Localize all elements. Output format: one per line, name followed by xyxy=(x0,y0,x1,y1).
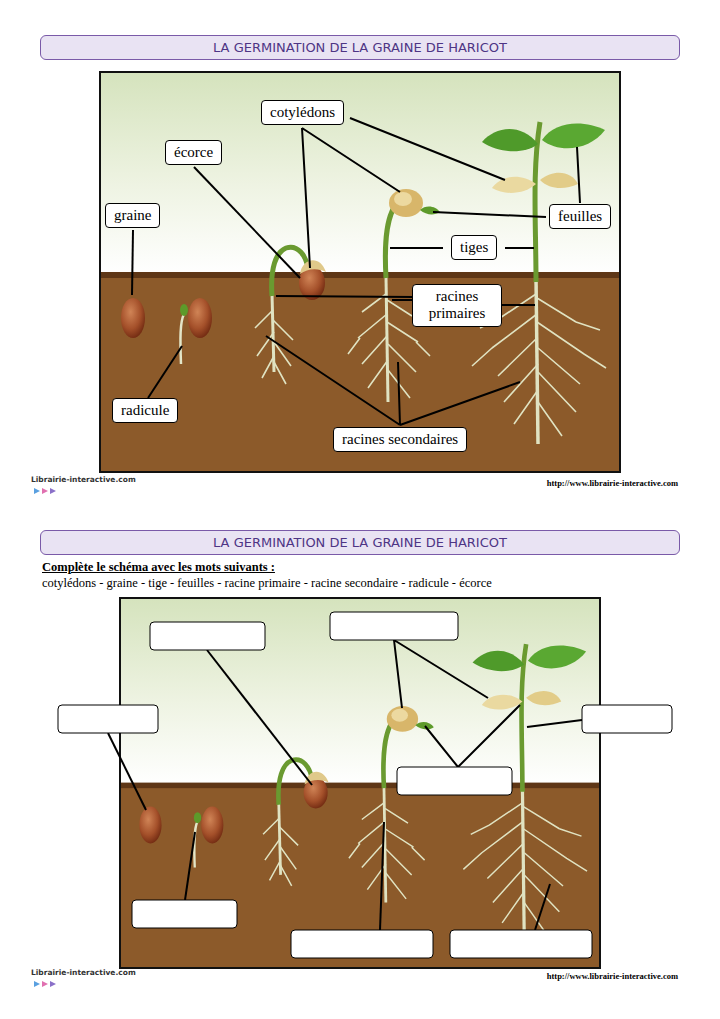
drawing-part xyxy=(394,640,488,708)
part-name: feuilles xyxy=(558,208,602,225)
url: http://www.librairie-interactive.com xyxy=(547,971,678,981)
url: http://www.librairie-interactive.com xyxy=(547,478,678,488)
drawing-part xyxy=(50,981,56,987)
drawing-part xyxy=(194,167,300,278)
drawing-part xyxy=(58,705,158,733)
drawing-part xyxy=(397,767,512,795)
label-box: graine xyxy=(105,203,160,228)
leader-lines-bottom xyxy=(108,640,582,930)
part-name: tiges xyxy=(460,239,488,256)
drawing-part xyxy=(450,930,592,958)
drawing-part xyxy=(527,720,582,727)
label-box: écorce xyxy=(165,140,222,165)
title-bar: LA GERMINATION DE LA GRAINE DE HARICOT xyxy=(40,530,680,555)
drawing-part xyxy=(100,72,620,472)
drawing-part xyxy=(120,598,600,967)
drawing-part xyxy=(207,650,312,785)
title-bar: LA GERMINATION DE LA GRAINE DE HARICOT xyxy=(40,35,680,60)
part-name: graine xyxy=(114,207,151,224)
drawing-part xyxy=(120,598,600,968)
drawing-part xyxy=(266,336,520,425)
drawing-part xyxy=(42,488,48,494)
word-list: cotylédons - graine - tige - feuilles - … xyxy=(42,576,492,591)
drawing-part xyxy=(150,622,265,650)
label-box: racines secondaires xyxy=(333,427,467,452)
part-name: radicule xyxy=(121,402,169,419)
scene-top xyxy=(100,72,620,472)
drawing-part xyxy=(42,981,48,987)
part-name: cotylédons xyxy=(270,104,335,121)
label-box: tiges xyxy=(451,235,497,260)
scene-bottom xyxy=(120,598,600,968)
drawing-part xyxy=(185,832,195,900)
logo-text: Librairie-interactive.com xyxy=(31,475,136,484)
label-box: racines primaires xyxy=(412,284,502,327)
drawing-part xyxy=(535,884,550,930)
label-box: radicule xyxy=(112,398,178,423)
drawing-part xyxy=(330,612,458,640)
logo-text: Librairie-interactive.com xyxy=(31,968,136,977)
part-name: racines secondaires xyxy=(342,431,458,448)
title-text: LA GERMINATION DE LA GRAINE DE HARICOT xyxy=(213,40,507,55)
drawing-part xyxy=(34,488,40,494)
drawing-part xyxy=(108,733,146,810)
drawing-part xyxy=(34,981,40,987)
drawing-part xyxy=(100,72,620,472)
part-name: écorce xyxy=(174,144,213,161)
instruction: Complète le schéma avec les mots suivant… xyxy=(42,560,275,575)
blank-label-boxes xyxy=(58,612,672,958)
drawing-part xyxy=(302,118,505,268)
title-text: LA GERMINATION DE LA GRAINE DE HARICOT xyxy=(213,535,507,550)
drawing-part xyxy=(132,230,133,295)
drawing-part xyxy=(148,346,182,398)
leader-lines-top xyxy=(132,118,580,425)
drawing-part xyxy=(380,822,384,930)
drawing-part xyxy=(582,705,672,733)
drawing-part xyxy=(50,488,56,494)
label-box: cotylédons xyxy=(261,100,344,125)
label-box: feuilles xyxy=(549,204,611,229)
drawing-part xyxy=(291,930,433,958)
part-name: racines primaires xyxy=(421,288,493,323)
drawing-part xyxy=(132,900,237,928)
drawing-part xyxy=(425,705,520,767)
